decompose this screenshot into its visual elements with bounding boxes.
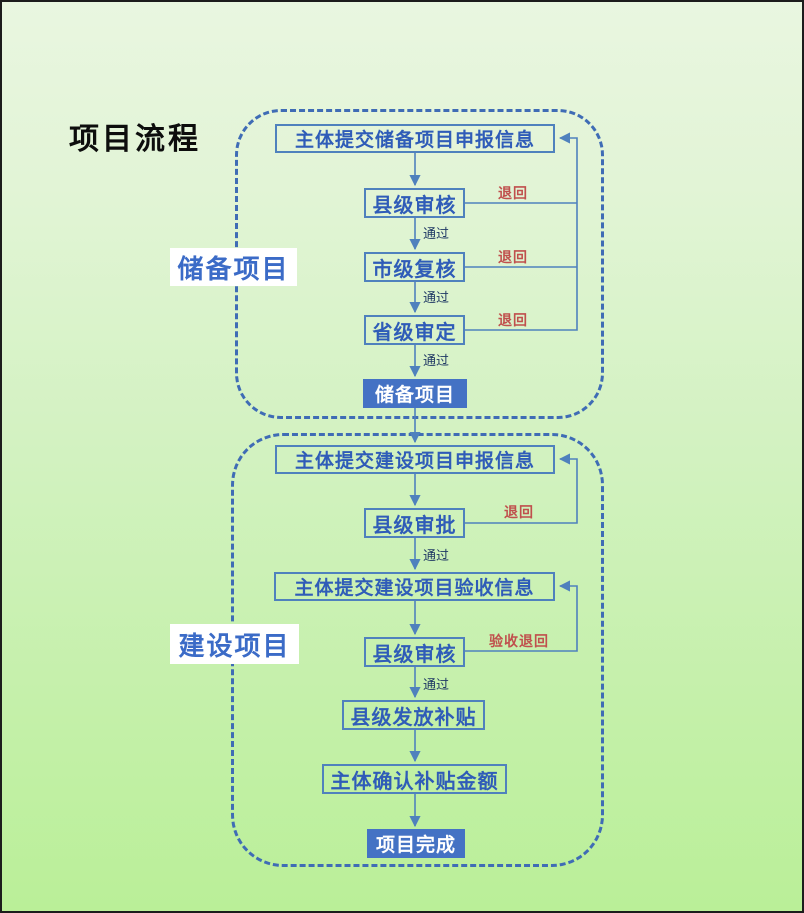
node-submit-construction-info: 主体提交建设项目申报信息 — [275, 445, 555, 474]
node-submit-reserve-info: 主体提交储备项目申报信息 — [275, 124, 555, 153]
return-label: 退回 — [498, 249, 528, 265]
return-label: 退回 — [504, 504, 534, 520]
return-label: 退回 — [498, 185, 528, 201]
pass-label: 通过 — [423, 548, 450, 563]
node-county-issue-subsidy: 县级发放补贴 — [342, 700, 485, 730]
pass-label: 通过 — [423, 226, 450, 241]
node-reserve-project: 储备项目 — [363, 379, 467, 408]
acceptance-return-label: 验收退回 — [489, 633, 549, 649]
pass-label: 通过 — [423, 353, 450, 368]
page-title: 项目流程 — [69, 123, 201, 156]
node-project-complete: 项目完成 — [367, 829, 465, 858]
section-label-reserve: 储备项目 — [170, 248, 297, 286]
pass-label: 通过 — [423, 290, 450, 305]
node-city-recheck: 市级复核 — [364, 252, 465, 282]
return-label: 退回 — [498, 312, 528, 328]
node-county-approve: 县级审批 — [364, 508, 465, 538]
pass-label: 通过 — [423, 677, 450, 692]
node-submit-acceptance-info: 主体提交建设项目验收信息 — [274, 572, 555, 601]
node-county-review: 县级审核 — [364, 188, 465, 218]
section-label-construction: 建设项目 — [170, 624, 299, 664]
node-confirm-subsidy-amount: 主体确认补贴金额 — [322, 764, 507, 794]
node-county-review-2: 县级审核 — [364, 637, 465, 667]
node-province-approval: 省级审定 — [364, 315, 465, 345]
